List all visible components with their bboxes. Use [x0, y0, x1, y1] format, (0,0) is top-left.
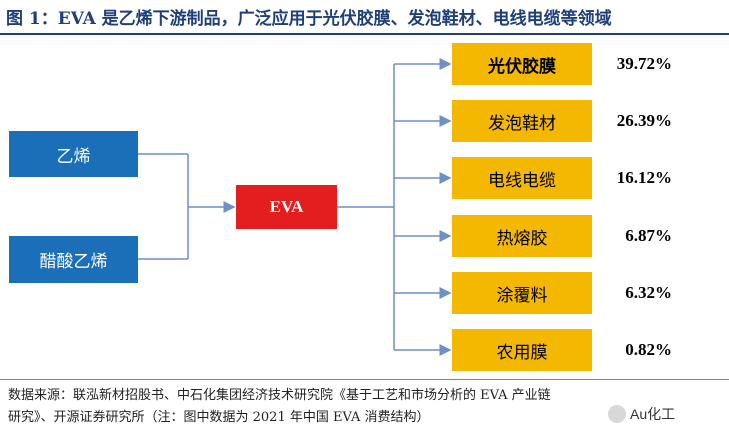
- output-box-agri-film: 农用膜: [452, 329, 592, 371]
- pct-foam-shoes: 26.39%: [616, 111, 672, 130]
- source-divider: [0, 379, 729, 380]
- watermark-text: Au化工: [630, 406, 676, 422]
- pct-hot-melt: 6.87%: [625, 226, 672, 245]
- figure-title: 图 1：EVA 是乙烯下游制品，广泛应用于光伏胶膜、发泡鞋材、电线电缆等领域: [6, 9, 612, 29]
- pct-agri-film: 0.82%: [625, 340, 672, 359]
- output-box-wire-cable: 电线电缆: [452, 157, 592, 199]
- output-box-coating: 涂覆料: [452, 272, 592, 314]
- pct-coating: 6.32%: [625, 283, 672, 302]
- connector-lines: [138, 58, 452, 356]
- output-box-foam-shoes: 发泡鞋材: [452, 100, 592, 142]
- source-note: 数据来源：联泓新材招股书、中石化集团经济技术研究院《基于工艺和市场分析的 EVA…: [8, 385, 708, 429]
- input-box-ethylene: 乙烯: [9, 131, 138, 177]
- title-divider: [0, 33, 729, 35]
- source-line-1: 数据来源：联泓新材招股书、中石化集团经济技术研究院《基于工艺和市场分析的 EVA…: [8, 388, 551, 403]
- output-box-hot-melt: 热熔胶: [452, 215, 592, 257]
- pct-wire-cable: 16.12%: [616, 168, 672, 187]
- input-box-vinyl-acetate: 醋酸乙烯: [9, 236, 138, 283]
- pct-pv-film: 39.72%: [616, 54, 672, 73]
- output-box-pv-film: 光伏胶膜: [452, 43, 592, 85]
- source-line-2: 研究》、开源证券研究所（注：图中数据为 2021 年中国 EVA 消费结构）: [8, 410, 430, 425]
- watermark: Au化工: [608, 404, 675, 424]
- wechat-icon: [608, 405, 626, 423]
- center-box-eva: EVA: [236, 185, 337, 229]
